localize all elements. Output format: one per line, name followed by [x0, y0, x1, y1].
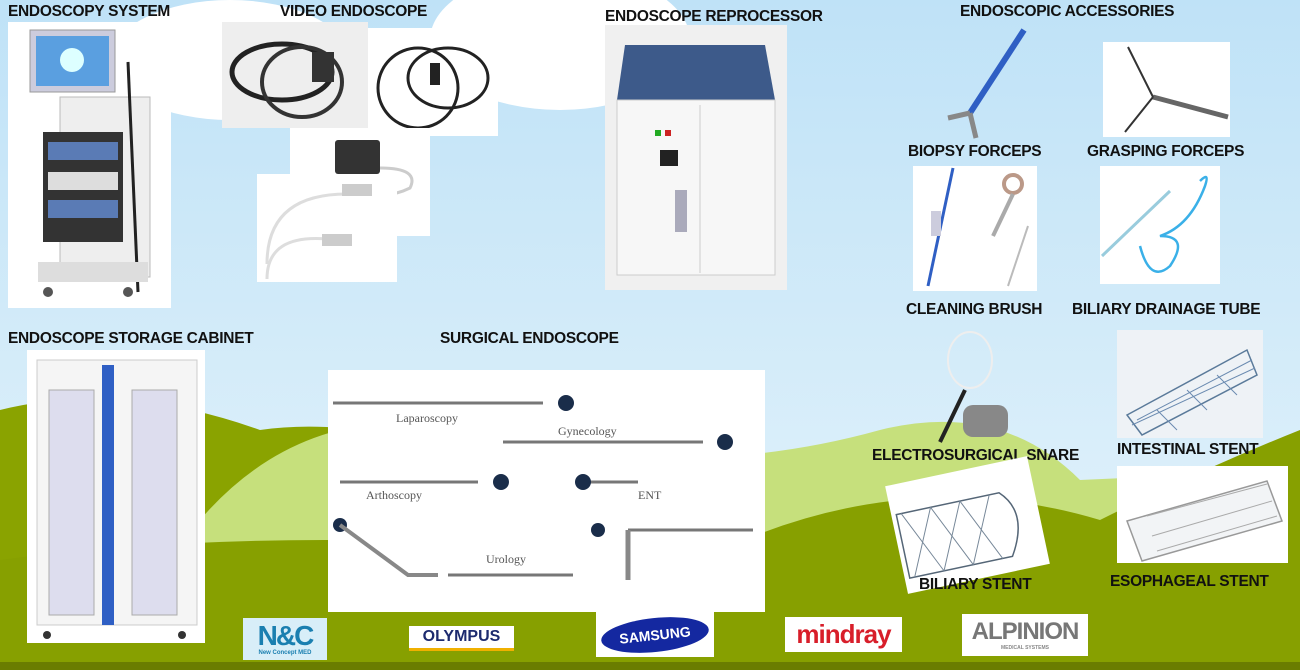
label-biopsy-forceps: BIOPSY FORCEPS: [908, 143, 1042, 160]
label-surgical-endoscope: SURGICAL ENDOSCOPE: [440, 330, 619, 347]
video-endoscope-image-2: [368, 28, 498, 136]
label-arthoscopy: Arthoscopy: [366, 488, 422, 502]
biliary-stent-image: [885, 456, 1050, 594]
logo-nc-subtext: New Concept MED: [258, 650, 312, 656]
logo-olympus-text: OLYMPUS: [422, 628, 501, 645]
electrosurgical-snare-image: [925, 330, 1025, 445]
logo-alpinion-text: ALPINION: [971, 618, 1080, 645]
intestinal-stent-image: [1117, 330, 1263, 438]
label-storage-cabinet: ENDOSCOPE STORAGE CABINET: [8, 330, 254, 347]
label-biliary-stent: BILIARY STENT: [919, 576, 1032, 593]
reprocessor-image: [605, 25, 787, 290]
logo-nc-text: N&C: [257, 620, 315, 651]
label-laparoscopy: Laparoscopy: [396, 411, 458, 425]
label-intestinal-stent: INTESTINAL STENT: [1117, 441, 1259, 458]
label-ent: ENT: [638, 488, 662, 502]
logo-mindray: mindray: [785, 617, 902, 652]
label-gynecology: Gynecology: [558, 424, 617, 438]
logo-alpinion-subtext: MEDICAL SYSTEMS: [1001, 645, 1049, 651]
label-electrosurgical-snare: ELECTROSURGICAL SNARE: [872, 447, 1079, 464]
label-esophageal-stent: ESOPHAGEAL STENT: [1110, 573, 1269, 590]
logo-mindray-text: mindray: [796, 619, 891, 649]
logo-alpinion: ALPINION MEDICAL SYSTEMS: [962, 614, 1088, 656]
label-video-endoscope: VIDEO ENDOSCOPE: [280, 3, 428, 20]
biliary-drainage-tube-image: [1100, 166, 1220, 284]
label-endoscopy-system: ENDOSCOPY SYSTEM: [8, 3, 171, 20]
surgical-endoscope-panel: Laparoscopy Gynecology Arthoscopy ENT Ur…: [328, 370, 765, 612]
label-biliary-drainage-tube: BILIARY DRAINAGE TUBE: [1072, 301, 1261, 318]
cleaning-brush-image: [913, 166, 1037, 291]
esophageal-stent-image: [1117, 466, 1288, 563]
label-cleaning-brush: CLEANING BRUSH: [906, 301, 1043, 318]
logo-samsung-text: SAMSUNG: [618, 622, 692, 647]
endoscopy-system-image: [8, 22, 171, 308]
grasping-forceps-image: [1103, 42, 1230, 137]
video-endoscope-image-1: [222, 22, 368, 128]
biopsy-forceps-image: [928, 28, 1028, 140]
logo-nc: N&C New Concept MED: [243, 618, 327, 660]
video-endoscope-image-4: [257, 174, 397, 282]
label-urology: Urology: [486, 552, 526, 566]
logo-olympus: OLYMPUS: [409, 626, 514, 651]
logo-samsung: SAMSUNG: [596, 611, 714, 658]
label-accessories: ENDOSCOPIC ACCESSORIES: [960, 3, 1175, 20]
storage-cabinet-image: [27, 350, 205, 643]
label-reprocessor: ENDOSCOPE REPROCESSOR: [605, 8, 823, 25]
label-grasping-forceps: GRASPING FORCEPS: [1087, 143, 1245, 160]
